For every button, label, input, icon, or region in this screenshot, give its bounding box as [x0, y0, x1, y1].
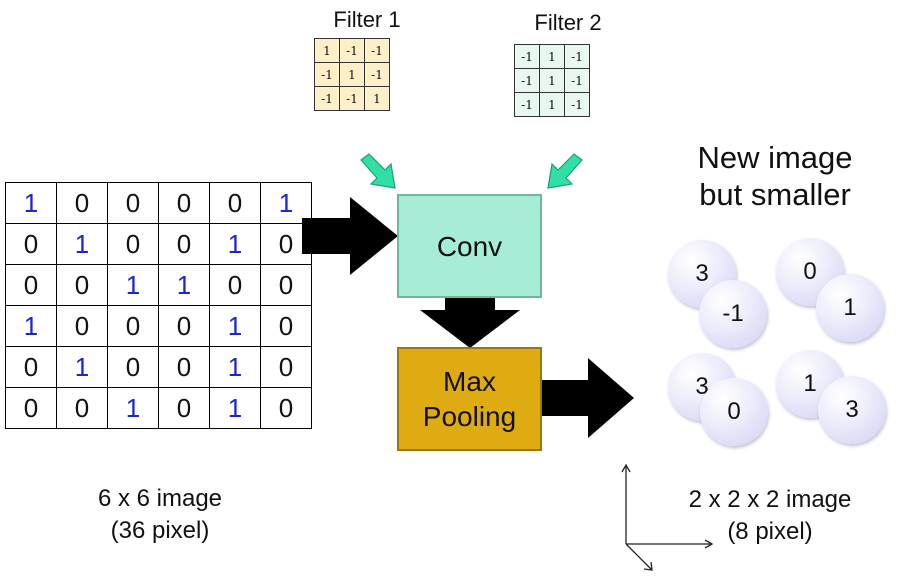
new-image-title-line1: New image [697, 140, 853, 175]
pool-to-output-arrow-icon [542, 358, 634, 438]
output-channel2-value: -1 [699, 280, 767, 348]
filter-1-cell: -1 [364, 62, 390, 87]
image-cell: 0 [209, 182, 261, 224]
axes-icon [621, 463, 714, 571]
image-cell: 1 [107, 387, 159, 429]
filter-1-title: Filter 1 [333, 7, 401, 32]
filter-1-cell: -1 [339, 38, 365, 63]
filter-2-cell: -1 [564, 92, 590, 117]
filter-1-cell: 1 [314, 38, 340, 63]
filter-2-title: Filter 2 [534, 10, 602, 35]
image-cell: 0 [107, 305, 159, 347]
image-cell: 0 [158, 387, 210, 429]
conv-to-pool-arrow-icon [420, 296, 520, 348]
input-image-grid: 1 0 0 0 0 1 0 1 0 0 1 0 0 0 1 1 0 0 1 0 … [5, 182, 312, 429]
output-channel2-value: 3 [818, 376, 886, 444]
filter-1-cell: -1 [364, 38, 390, 63]
filter-1-cell: -1 [314, 86, 340, 111]
filter-1-cell: -1 [339, 86, 365, 111]
image-cell: 0 [56, 182, 108, 224]
input-caption-line2: (36 pixel) [110, 517, 210, 544]
image-cell: 0 [107, 346, 159, 388]
image-cell: 0 [56, 264, 108, 306]
filter-2-cell: 1 [539, 44, 565, 69]
conv-block: Conv [397, 194, 542, 298]
image-cell: 1 [56, 223, 108, 265]
image-cell: 1 [107, 264, 159, 306]
image-cell: 0 [260, 387, 312, 429]
output-channel2-value: 1 [816, 274, 884, 342]
image-cell: 0 [5, 223, 57, 265]
filter-2-cell: -1 [564, 44, 590, 69]
image-cell: 0 [209, 264, 261, 306]
filter-2-arrow-icon [547, 153, 583, 189]
conv-label: Conv [436, 230, 503, 262]
filter-1-arrow-icon [360, 153, 396, 189]
filter-2-cell: -1 [514, 68, 540, 93]
filter-1-cell: 1 [339, 62, 365, 87]
image-cell: 1 [209, 387, 261, 429]
image-cell: 1 [5, 305, 57, 347]
new-image-title-line2: but smaller [699, 177, 851, 212]
output-caption-line2: (8 pixel) [727, 518, 813, 545]
filter-2-cell: -1 [564, 68, 590, 93]
filter-2-cell: 1 [539, 68, 565, 93]
image-cell: 0 [56, 305, 108, 347]
pool-label-line1: Max [443, 366, 496, 397]
pool-label-line2: Pooling [422, 401, 517, 432]
image-cell: 1 [209, 305, 261, 347]
image-cell: 0 [158, 305, 210, 347]
filter-1-cell: 1 [364, 86, 390, 111]
input-caption-line1: 6 x 6 image [97, 485, 223, 512]
image-cell: 0 [107, 223, 159, 265]
image-cell: 0 [5, 387, 57, 429]
filter-2-cell: 1 [539, 92, 565, 117]
filter-1-grid: 1 -1 -1 -1 1 -1 -1 -1 1 [314, 38, 390, 111]
image-cell: 1 [56, 346, 108, 388]
filter-2-cell: -1 [514, 44, 540, 69]
image-to-conv-arrow-icon [302, 197, 398, 275]
image-cell: 0 [158, 346, 210, 388]
filter-2-cell: -1 [514, 92, 540, 117]
image-cell: 1 [209, 223, 261, 265]
max-pooling-block: Max Pooling [397, 347, 542, 451]
filter-1-cell: -1 [314, 62, 340, 87]
image-cell: 0 [107, 182, 159, 224]
output-caption-line1: 2 x 2 x 2 image [688, 486, 852, 513]
output-channel2-value: 0 [700, 378, 768, 446]
image-cell: 0 [5, 264, 57, 306]
image-cell: 0 [5, 346, 57, 388]
image-cell: 0 [260, 305, 312, 347]
image-cell: 1 [158, 264, 210, 306]
image-cell: 0 [56, 387, 108, 429]
image-cell: 1 [260, 182, 312, 224]
image-cell: 0 [158, 223, 210, 265]
filter-2-grid: -1 1 -1 -1 1 -1 -1 1 -1 [514, 44, 590, 117]
image-cell: 0 [158, 182, 210, 224]
image-cell: 0 [260, 346, 312, 388]
image-cell: 1 [5, 182, 57, 224]
image-cell: 1 [209, 346, 261, 388]
